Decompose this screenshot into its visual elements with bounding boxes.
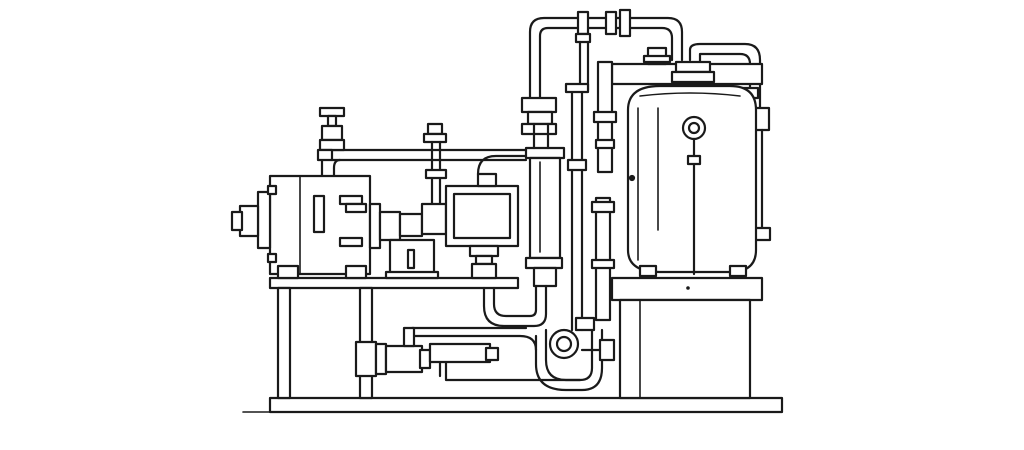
tank-stand xyxy=(610,276,764,400)
tank-side-pipes xyxy=(590,60,618,322)
storage-tank xyxy=(610,46,764,278)
lower-piping xyxy=(410,284,604,392)
vertical-filter xyxy=(520,96,566,288)
gate-valve xyxy=(316,106,346,162)
center-valve-stem xyxy=(420,122,448,236)
top-header-pipe xyxy=(320,148,528,180)
control-box xyxy=(444,154,528,280)
pressure-gauge xyxy=(681,115,707,276)
tall-pipe-loop xyxy=(528,8,684,102)
base-plate xyxy=(242,396,784,414)
circular-fitting xyxy=(548,316,616,362)
lower-pump xyxy=(354,326,500,378)
front-vertical-pipe xyxy=(564,82,590,332)
junction-box xyxy=(384,238,440,280)
